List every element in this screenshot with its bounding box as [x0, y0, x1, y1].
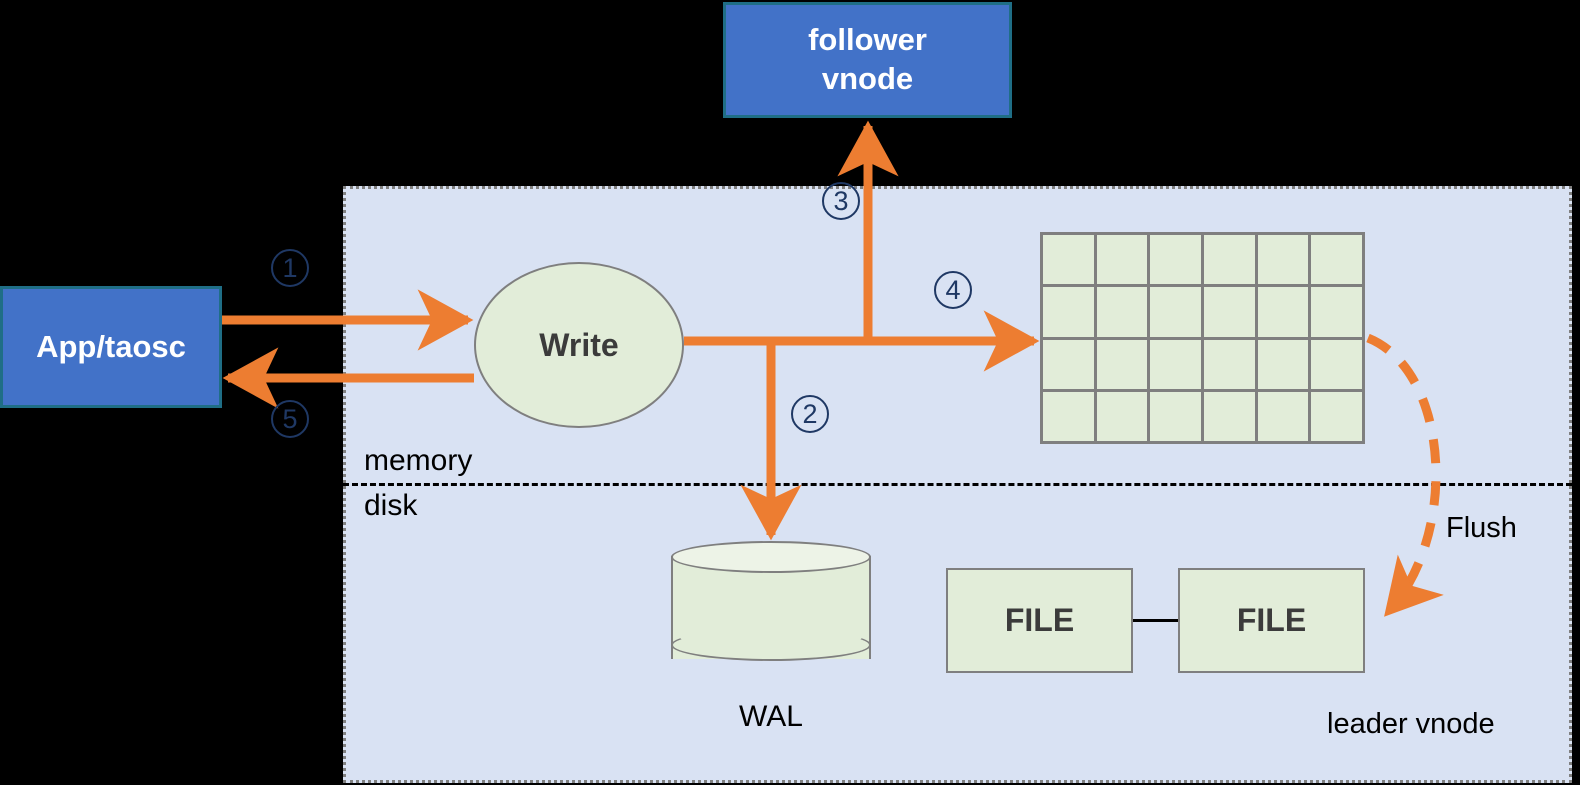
memory-label: memory: [364, 444, 473, 477]
wal-cylinder: [671, 541, 871, 674]
app-taosc-box: App/taosc: [0, 286, 222, 408]
memtable-cell: [1150, 391, 1201, 441]
memtable-cell: [1257, 339, 1309, 389]
memtable-cell: [1311, 235, 1362, 285]
memtable-cell: [1257, 287, 1309, 337]
memtable-cell: [1043, 287, 1094, 337]
cylinder-bottom-ellipse: [671, 629, 871, 661]
memtable-cell: [1043, 391, 1094, 441]
follower-vnode-line-1: follower: [808, 22, 927, 58]
memtable-cell: [1096, 235, 1148, 285]
disk-label: disk: [364, 489, 418, 522]
step-marker-3: 3: [822, 182, 860, 220]
memtable-cell: [1311, 339, 1362, 389]
file-connector-line: [1133, 619, 1178, 622]
memtable-cell: [1096, 391, 1148, 441]
file-box-2: FILE: [1178, 568, 1365, 673]
memtable-cell: [1096, 339, 1148, 389]
memtable-cell: [1204, 287, 1255, 337]
memtable-cell: [1150, 235, 1201, 285]
memtable-cell: [1311, 391, 1362, 441]
memtable-cell: [1311, 287, 1362, 337]
flush-label: Flush: [1446, 512, 1517, 544]
memtable-cell: [1204, 391, 1255, 441]
wal-label: WAL: [739, 700, 803, 733]
memtable-cell: [1150, 339, 1201, 389]
memtable-cell: [1257, 391, 1309, 441]
memory-disk-divider: [343, 483, 1572, 486]
memtable-cell: [1150, 287, 1201, 337]
step-marker-5: 5: [271, 400, 309, 438]
cylinder-top-ellipse: [671, 541, 871, 573]
step-marker-2: 2: [791, 395, 829, 433]
follower-vnode-line-2: vnode: [821, 61, 914, 96]
memtable-cell: [1257, 235, 1309, 285]
memtable-cell: [1043, 339, 1094, 389]
step-marker-4: 4: [934, 271, 972, 309]
memtable-grid: [1040, 232, 1365, 444]
memtable-cell: [1204, 339, 1255, 389]
memtable-cell: [1204, 235, 1255, 285]
step-marker-1: 1: [271, 249, 309, 287]
memtable-cell: [1043, 235, 1094, 285]
write-node: Write: [474, 262, 684, 428]
follower-vnode-box: follower vnode: [723, 2, 1012, 118]
leader-vnode-label: leader vnode: [1327, 708, 1495, 740]
memtable-cell: [1096, 287, 1148, 337]
file-box-1: FILE: [946, 568, 1133, 673]
